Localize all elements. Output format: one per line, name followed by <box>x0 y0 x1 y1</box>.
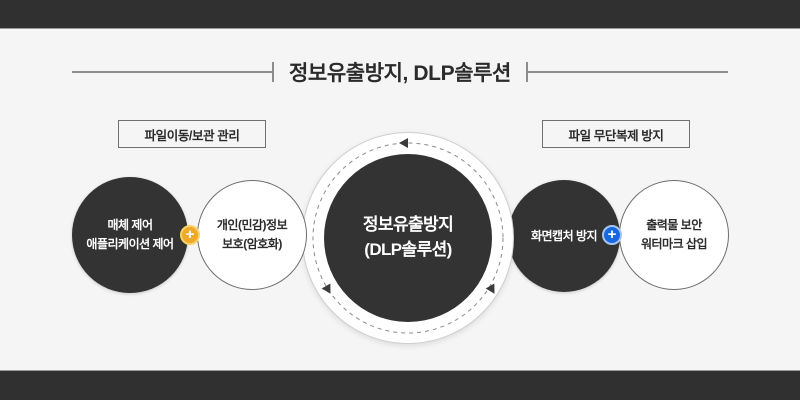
title-tick-right <box>525 62 528 82</box>
node-screen-capture-block-line1: 화면캡처 방지 <box>530 228 598 243</box>
hub-dashed-cycle-arrows <box>312 138 504 334</box>
plus-glyph: + <box>607 226 617 243</box>
node-privacy-encryption-line1: 개인(민감)정보 <box>216 218 288 233</box>
title-tick-left <box>272 62 275 82</box>
node-privacy-encryption-line2: 보호(암호화) <box>222 237 282 251</box>
title-row: 정보유출방지, DLP솔루션 <box>0 52 800 92</box>
hub-dlp-solution[interactable]: 정보유출방지 (DLP솔루션) <box>302 132 514 344</box>
title-rule-right <box>527 71 728 73</box>
title-rule-left <box>72 71 273 73</box>
bottom-letterbox-bar <box>0 370 800 400</box>
plus-icon-blue: + <box>602 225 622 245</box>
page-title: 정보유출방지, DLP솔루션 <box>289 62 511 85</box>
node-screen-capture-block[interactable]: 화면캡처 방지 <box>508 180 620 292</box>
hub-core-label: 정보유출방지 (DLP솔루션) <box>324 154 492 322</box>
plus-glyph: + <box>185 226 195 243</box>
caption-box-right: 파일 무단복제 방지 <box>542 120 690 148</box>
node-print-watermark-line1: 출력물 보안 <box>646 218 702 233</box>
plus-icon-gold: + <box>180 225 200 245</box>
node-media-control[interactable]: 매체 제어 애플리케이션 제어 <box>72 177 188 293</box>
node-media-control-line2: 애플리케이션 제어 <box>86 237 174 251</box>
caption-box-left: 파일이동/보관 관리 <box>118 120 266 148</box>
node-privacy-encryption[interactable]: 개인(민감)정보 보호(암호화) <box>197 180 307 290</box>
hub-line2: (DLP솔루션) <box>364 240 452 259</box>
hub-line1: 정보유출방지 <box>362 215 454 235</box>
node-print-watermark[interactable]: 출력물 보안 워터마크 삽입 <box>619 180 729 290</box>
node-media-control-line1: 매체 제어 <box>107 218 154 233</box>
top-letterbox-bar <box>0 0 800 29</box>
node-print-watermark-line2: 워터마크 삽입 <box>640 237 708 251</box>
